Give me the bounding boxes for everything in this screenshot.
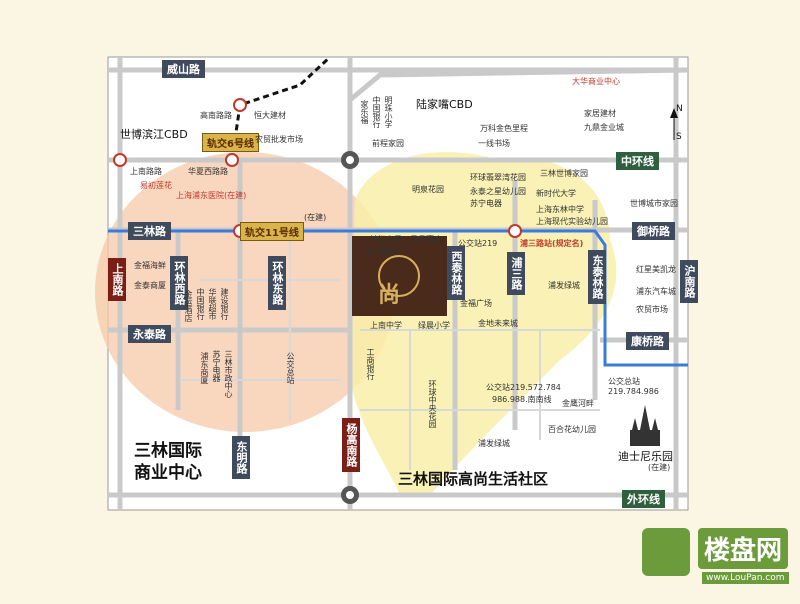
compass-arrow-icon	[670, 108, 678, 118]
road-pusan: 浦三路	[507, 252, 525, 295]
poi-label: 家乐福	[360, 100, 369, 124]
compass-south: S	[676, 132, 682, 142]
poi-label: 易初莲花	[140, 181, 172, 190]
road-shangnan: 上南路	[108, 258, 126, 301]
poi-label: 苏宁电器	[212, 350, 221, 382]
road-waihuan: 外环线	[622, 490, 665, 508]
poi-label: 万科金色里程	[480, 124, 528, 133]
district-shibo: 世博滨江CBD	[120, 128, 188, 141]
poi-label: 华联超市	[208, 288, 217, 320]
poi-label: 家居建材	[584, 109, 616, 118]
poi-label: 华夏西路路	[188, 167, 228, 176]
poi-label: 红星美凯龙	[636, 265, 676, 274]
poi-label: 九鼎金业城	[584, 123, 624, 132]
watermark-url: www.LouPan.com	[702, 572, 789, 584]
poi-label: 219.784.986	[608, 387, 659, 396]
road-weishan: 威山路	[162, 60, 205, 78]
poi-label: 永泰之星幼儿园	[470, 187, 526, 196]
road-zhonghuan: 中环线	[616, 152, 659, 170]
poi-label: 环球中央花园	[428, 380, 437, 428]
metro-6-label: 轨交6号线	[202, 133, 259, 152]
poi-label: 中国银行	[196, 288, 205, 320]
poi-label: 公交站219	[458, 239, 498, 248]
watermark-brand: 楼盘网 www.LouPan.com	[636, 520, 800, 600]
metro-11-status: (在建)	[304, 213, 327, 222]
poi-label: 明泉花园	[412, 185, 444, 194]
poi-label: 前程家园	[372, 139, 404, 148]
poi-label: 金泰商厦	[134, 281, 166, 290]
project-name: 尚	[378, 283, 401, 308]
poi-label: 三林世博家园	[540, 169, 588, 178]
project-emblem	[378, 255, 420, 297]
poi-label: 世博城市家园	[630, 199, 678, 208]
road-sanlin: 三林路	[128, 222, 171, 240]
poi-label: 公交总站	[608, 377, 640, 386]
road-yuqiao: 御桥路	[632, 222, 675, 240]
poi-label: 新时代大学	[536, 189, 576, 198]
interchange-holes	[346, 156, 354, 499]
road-huanlin-west: 环林西路	[170, 256, 188, 310]
road-kangqiao: 康桥路	[626, 332, 669, 350]
poi-label: 986.988.南南线	[492, 395, 552, 404]
poi-label: 公交站219.572.784	[486, 383, 561, 392]
district-lujiazui: 陆家嘴CBD	[416, 98, 473, 111]
poi-label: 建设银行	[220, 288, 229, 320]
road-huanlin-east: 环林东路	[268, 256, 286, 310]
poi-label: 浦三路站(规定名)	[520, 239, 584, 248]
poi-label: 一线书场	[478, 139, 510, 148]
metro-11-line	[108, 229, 688, 367]
poi-label: 浦东商厦	[200, 352, 209, 384]
poi-label: 金港防盗门	[366, 247, 406, 256]
road-yongtai: 永泰路	[128, 325, 171, 343]
watermark-name: 楼盘网	[698, 528, 789, 569]
poi-label: 浦发绿城	[548, 281, 580, 290]
poi-label: 中国银行	[372, 96, 381, 128]
district-sanlin-commercial-line1: 三林国际	[134, 441, 202, 461]
poi-label: 金鹰河畔	[562, 399, 594, 408]
poi-label: 百合花幼儿园	[548, 425, 596, 434]
poi-label: 农贸市场	[636, 305, 668, 314]
poi-label: 绿晨小学	[418, 321, 450, 330]
poi-label: 上海浦东医院(在建)	[176, 191, 247, 200]
poi-label: 三林市政中心	[224, 350, 233, 398]
house-logo-icon	[642, 528, 690, 576]
poi-label: 金运酒店	[184, 290, 193, 322]
poi-label: 环球翡翠湾花园	[470, 173, 526, 182]
poi-label: 浦东汽车城	[636, 287, 676, 296]
poi-label: 明珠小学	[384, 96, 393, 128]
district-disney-status: (在建)	[648, 463, 671, 472]
poi-label: 上南中学	[370, 321, 402, 330]
poi-label: 上海东林中学	[536, 205, 584, 214]
road-hunan: 沪南路	[680, 260, 698, 303]
road-dongtai-lin: 东泰林路	[588, 250, 606, 304]
road-xitai-lin: 西泰林路	[447, 246, 465, 300]
poi-label: 工商银行	[366, 348, 375, 380]
project-block	[352, 236, 447, 316]
poi-label: 日月豪庭	[410, 235, 442, 244]
poi-label: 苏宁电器	[470, 199, 502, 208]
district-sanlin-community: 三林国际高尚生活社区	[398, 470, 549, 488]
district-disney: 迪士尼乐园	[618, 450, 673, 463]
poi-label: 农贸批发市场	[255, 135, 303, 144]
metro-11-label: 轨交11号线	[240, 222, 304, 241]
poi-label: 金地未来城	[478, 319, 518, 328]
district-sanlin-commercial-line2: 商业中心	[134, 463, 202, 484]
poi-label: 公交总站	[286, 352, 295, 384]
road-yanggao-nan: 杨高南路	[342, 418, 360, 472]
poi-label: 金福广场	[460, 299, 492, 308]
poi-label: 恒大建材	[254, 111, 286, 120]
poi-label: 锦江之星	[370, 235, 402, 244]
poi-label: 上南路路	[130, 167, 162, 176]
poi-label: 高南路路	[200, 111, 232, 120]
compass-north: N	[676, 104, 683, 114]
disney-castle-icon	[630, 405, 660, 446]
poi-label: 金福海鲜	[134, 261, 166, 270]
poi-label: 大华商业中心	[572, 77, 620, 86]
poi-label: 上海现代实验幼儿园	[536, 217, 608, 226]
poi-label: 浦发绿城	[478, 439, 510, 448]
district-sanlin-commercial: 三林国际 商业中心	[134, 440, 202, 484]
road-dongming: 东明路	[232, 436, 250, 479]
